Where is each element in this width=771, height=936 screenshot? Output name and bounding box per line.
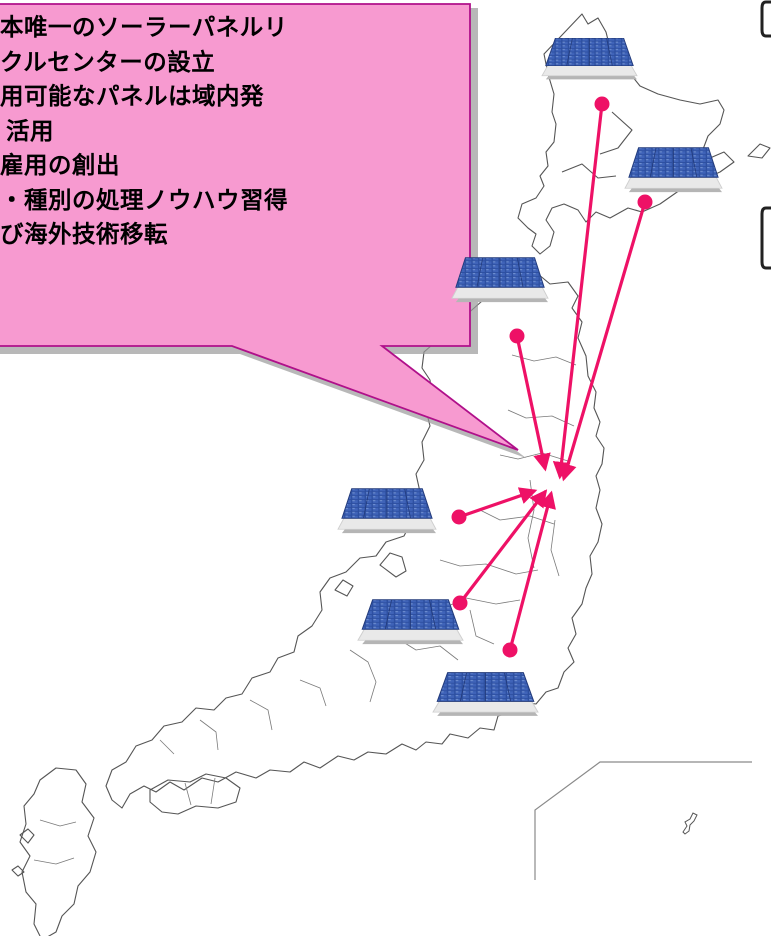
arrow-hokkaido-north bbox=[552, 102, 604, 480]
callout-line: 雇用の創出 bbox=[0, 151, 120, 179]
offscreen-box-edge bbox=[760, 206, 771, 270]
arrow-hokkaido-east bbox=[559, 200, 647, 482]
transport-arrows bbox=[457, 102, 647, 652]
solar-panel-icon bbox=[337, 488, 437, 534]
callout-line: 本唯一のソーラーパネルリ bbox=[0, 13, 288, 41]
honshu-outline bbox=[105, 271, 605, 809]
solar-panel-icon bbox=[357, 599, 464, 645]
arrow-aomori bbox=[515, 334, 551, 472]
callout-line: ・種別の処理ノウハウ習得 bbox=[0, 185, 288, 214]
japan-map bbox=[11, 13, 771, 936]
okinawa-inset-frame bbox=[534, 761, 752, 840]
collection-point-dot bbox=[451, 509, 467, 525]
hokkaido-outline bbox=[517, 13, 735, 255]
collection-point-dot bbox=[509, 328, 525, 344]
collection-point-dot bbox=[452, 595, 468, 611]
callout-line: 活用 bbox=[6, 116, 54, 145]
arrow-kanto-east bbox=[508, 490, 556, 652]
callout-line: クルセンターの設立 bbox=[0, 47, 216, 76]
solar-panel-icon bbox=[432, 672, 539, 717]
offscreen-box-edge bbox=[760, 0, 771, 38]
shikoku-outline bbox=[149, 773, 241, 815]
callout-text: 本唯一のソーラーパネルリ クルセンターの設立 用可能なパネルは域内発 活用 雇用… bbox=[0, 10, 420, 252]
callout-line: び海外技術移転 bbox=[0, 220, 168, 248]
kyushu-outline bbox=[19, 767, 97, 936]
arrow-niigata bbox=[457, 487, 538, 519]
callout-bubble bbox=[0, 3, 519, 451]
okinawa-island bbox=[682, 812, 698, 835]
collection-point-dot bbox=[637, 194, 653, 210]
solar-panel-icon bbox=[541, 37, 638, 80]
solar-panel-icon bbox=[451, 257, 549, 303]
callout-line: 用可能なパネルは域内発 bbox=[0, 82, 264, 110]
collection-point-dot bbox=[594, 96, 610, 112]
collection-point-dot bbox=[502, 642, 518, 658]
collection-points bbox=[451, 96, 653, 658]
solar-panel-icon bbox=[624, 147, 723, 193]
arrow-kanto-north bbox=[458, 489, 548, 605]
